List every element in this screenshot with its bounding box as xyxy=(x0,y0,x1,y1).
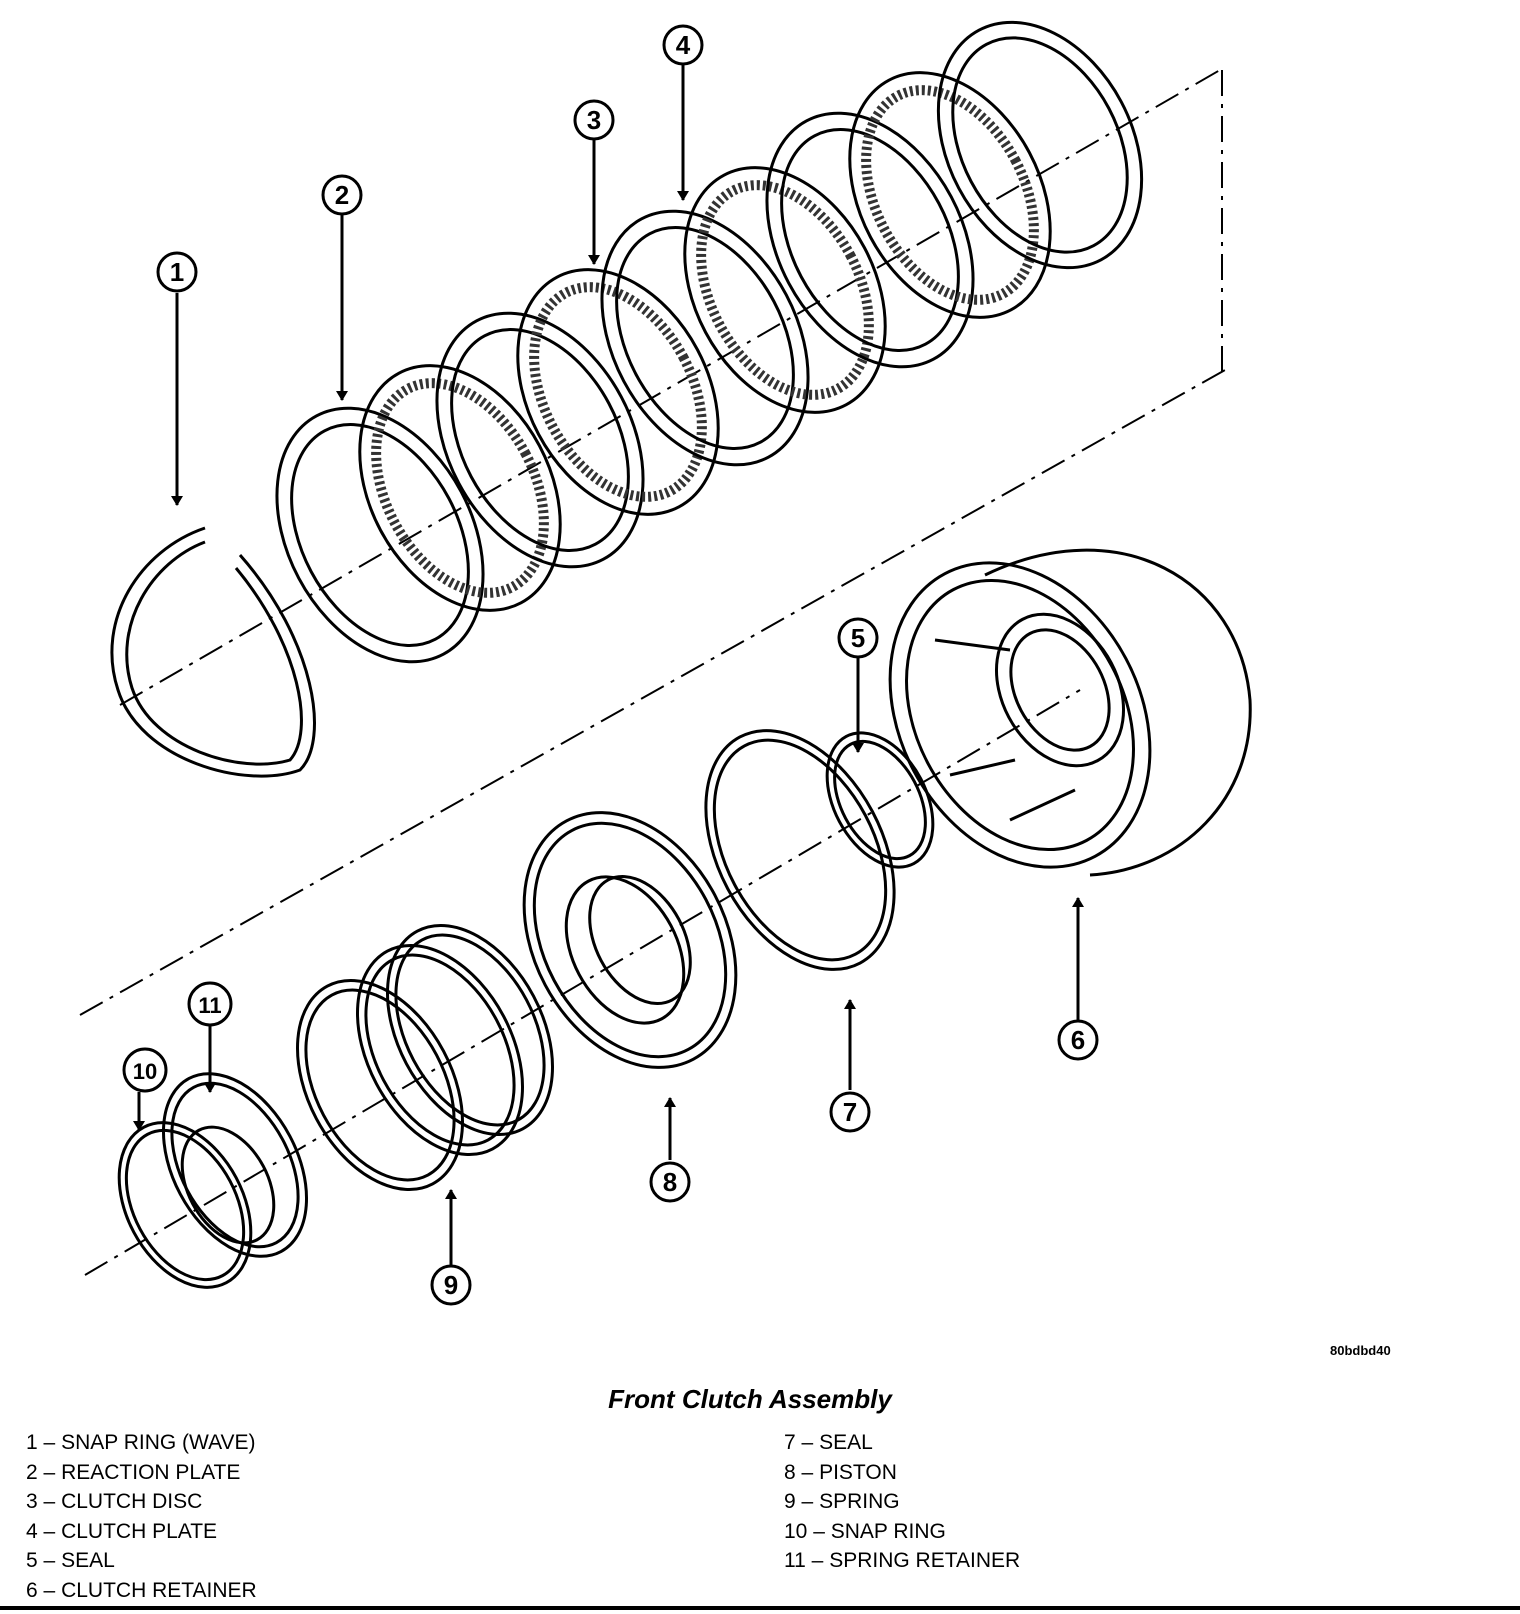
callout-2: 2 xyxy=(321,174,363,216)
exploded-view-diagram: 1 2 3 4 5 6 7 8 xyxy=(79,20,1252,1306)
svg-text:10: 10 xyxy=(133,1059,157,1084)
legend-item: 2 – REACTION PLATE xyxy=(26,1460,241,1484)
svg-text:8: 8 xyxy=(663,1167,677,1197)
clutch-disc-part xyxy=(358,364,562,612)
svg-text:4: 4 xyxy=(676,30,691,60)
legend-item: 8 – PISTON xyxy=(784,1460,897,1484)
clutch-disc-part xyxy=(516,268,720,516)
figure-title: Front Clutch Assembly xyxy=(608,1384,892,1414)
svg-text:6: 6 xyxy=(1071,1025,1085,1055)
piston-part xyxy=(522,811,738,1069)
callout-10: 10 xyxy=(122,1047,168,1093)
callout-4: 4 xyxy=(662,24,704,66)
reaction-plate-part xyxy=(275,406,485,664)
legend-item: 6 – CLUTCH RETAINER xyxy=(26,1578,257,1602)
clutch-pack-upper xyxy=(275,20,1144,664)
legend-item: 1 – SNAP RING (WAVE) xyxy=(26,1431,256,1454)
figure-reference-code: 80bdbd40 xyxy=(1330,1343,1391,1358)
callout-6: 6 xyxy=(1057,1019,1099,1061)
callout-8: 8 xyxy=(649,1161,691,1203)
snap-ring-wave-part xyxy=(110,526,316,778)
clutch-plate-part xyxy=(765,111,975,369)
svg-text:11: 11 xyxy=(198,993,221,1018)
legend-item: 7 – SEAL xyxy=(784,1431,873,1454)
spring-part xyxy=(296,923,554,1192)
svg-text:3: 3 xyxy=(587,105,601,135)
callout-11: 11 xyxy=(187,981,233,1027)
upper-centerline xyxy=(119,69,1221,706)
legend-item: 3 – CLUTCH DISC xyxy=(26,1490,203,1514)
svg-text:1: 1 xyxy=(170,257,184,287)
clutch-plate-part xyxy=(936,20,1144,270)
clutch-plate-part xyxy=(600,209,810,467)
clutch-retainer-part xyxy=(888,548,1252,877)
svg-text:2: 2 xyxy=(335,180,349,210)
legend-item: 5 – SEAL xyxy=(26,1549,115,1573)
svg-text:5: 5 xyxy=(851,623,865,653)
legend-item: 4 – CLUTCH PLATE xyxy=(26,1519,218,1543)
svg-text:9: 9 xyxy=(444,1270,458,1300)
outer-seal-part xyxy=(704,729,896,971)
legend-left-column: 1 – SNAP RING (WAVE) 2 – REACTION PLATE … xyxy=(26,1428,257,1606)
leader-arrows xyxy=(133,64,1084,1265)
legend-item: 10 – SNAP RING xyxy=(784,1519,946,1543)
callout-9: 9 xyxy=(430,1264,472,1306)
legend-item: 11 – SPRING RETAINER xyxy=(784,1549,1021,1573)
callout-1: 1 xyxy=(156,251,198,293)
callout-5: 5 xyxy=(837,617,879,659)
legend-right-column: 7 – SEAL 8 – PISTON 9 – SPRING 10 – SNAP… xyxy=(784,1428,1020,1576)
clutch-plate-part xyxy=(435,311,645,569)
inner-seal-part xyxy=(825,731,935,869)
legend-item: 9 – SPRING xyxy=(784,1490,900,1514)
callout-7: 7 xyxy=(829,1091,871,1133)
svg-text:7: 7 xyxy=(843,1097,857,1127)
clutch-disc-part xyxy=(683,166,887,414)
callout-3: 3 xyxy=(573,99,615,141)
bottom-rule xyxy=(0,1606,1520,1610)
clutch-disc-part xyxy=(848,71,1052,319)
callouts: 1 2 3 4 5 6 7 8 xyxy=(122,24,1099,1306)
separator-centerline xyxy=(79,369,1226,1016)
spring-retainer-part xyxy=(161,1072,309,1258)
